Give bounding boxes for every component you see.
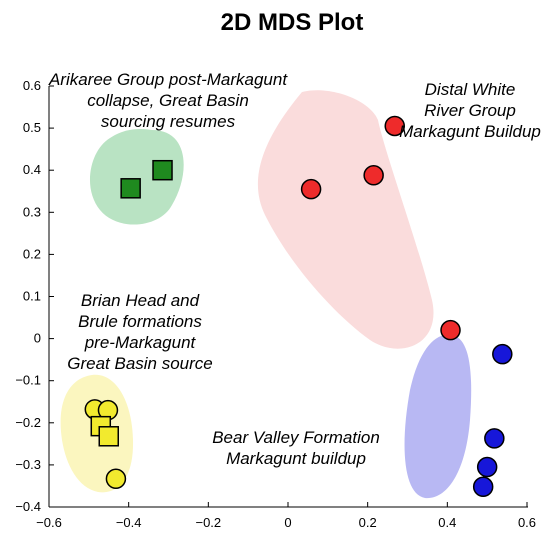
data-point [98,426,119,447]
group-label-line: pre-Markagunt [84,333,197,352]
y-tick-label: 0.3 [23,204,41,219]
x-tick-label: −0.6 [36,515,62,530]
data-point [440,319,461,341]
y-tick-label: 0.2 [23,246,41,261]
y-tick-label: 0.4 [23,162,41,177]
x-tick-label: 0.4 [438,515,456,530]
data-point [384,115,406,137]
y-tick-label: 0.1 [23,289,41,304]
x-tick-label: 0 [284,515,291,530]
group-label-line: Bear Valley Formation [212,428,380,447]
data-point [105,468,127,490]
y-tick-label: −0.2 [15,415,41,430]
data-point [120,178,141,199]
data-point [472,476,494,498]
group-hulls [60,90,472,499]
y-tick-label: −0.3 [15,457,41,472]
y-tick-label: −0.4 [15,499,41,514]
x-tick-label: −0.4 [116,515,142,530]
group-label-line: Great Basin source [67,354,213,373]
group-label-line: collapse, Great Basin [87,91,249,110]
data-point [484,428,505,449]
data-point [363,165,384,186]
group-label-line: Distal White [425,80,516,99]
group-label-line: Arikaree Group post-Markagunt [48,70,288,89]
data-point [492,343,513,365]
group-labels: Arikaree Group post-Markagunt collapse, G… [48,70,541,468]
y-ticks: 0.6 0.5 0.4 0.3 0.2 0.1 0 −0.1 −0.2 −0.3 −0.4 [15,78,54,514]
group-label-line: Brule formations [78,312,202,331]
group-label-line: River Group [424,101,516,120]
data-point [300,178,322,200]
x-tick-label: 0.6 [518,515,536,530]
y-tick-label: 0 [34,331,41,346]
group-label-line: Brian Head and [81,291,200,310]
group-label-line: Markagunt buildup [226,449,366,468]
data-points [84,115,513,498]
y-tick-label: −0.1 [15,373,41,388]
y-tick-label: 0.6 [23,78,41,93]
x-tick-label: 0.2 [359,515,377,530]
y-tick-label: 0.5 [23,120,41,135]
hull-bear-valley [404,334,472,499]
data-point [476,456,498,478]
chart-title: 2D MDS Plot [221,9,364,36]
hull-arikaree [89,128,184,225]
axes: 0.6 0.5 0.4 0.3 0.2 0.1 0 −0.1 −0.2 −0.3 −0.4 −0.6… [15,78,536,530]
data-point [152,159,173,181]
group-label-line: sourcing resumes [101,112,236,131]
x-ticks: −0.6 −0.4 −0.2 0 0.2 0.4 0.6 [36,502,536,530]
group-label-line: Markagunt Buildup [399,122,541,141]
hull-white-river [257,90,434,349]
x-tick-label: −0.2 [195,515,221,530]
